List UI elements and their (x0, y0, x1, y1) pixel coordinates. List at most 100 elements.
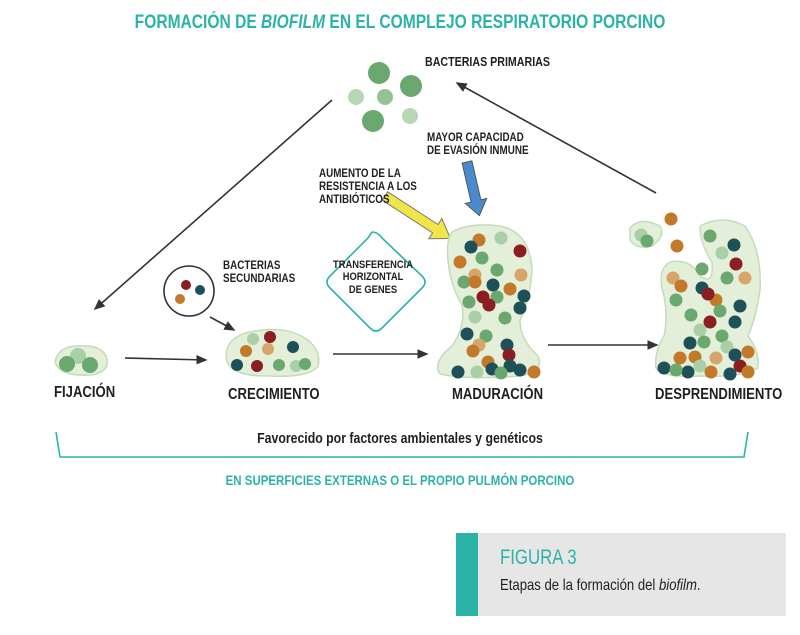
bacterium (500, 338, 514, 352)
bacterium (720, 340, 734, 354)
arrow-to-primary-bacteria (455, 82, 657, 194)
bacterium (683, 336, 697, 350)
label-line: TRANSFERENCIA (332, 259, 414, 271)
bacterium (701, 287, 715, 301)
stage-growth: CRECIMIENTO (228, 386, 320, 403)
bottom-bracket (55, 431, 749, 458)
bacterium (640, 234, 654, 248)
arrow-secondary-to-growth (209, 316, 236, 331)
yellow-arrow-icon (381, 191, 452, 240)
stage-fixation: FIJACIÓN (54, 384, 116, 401)
factors-text: Favorecido por factores ambientales y ge… (257, 430, 543, 447)
label-line: HORIZONTAL (342, 271, 404, 284)
label-line: SECUNDARIAS (223, 270, 296, 285)
label-line: BACTERIAS (223, 258, 281, 272)
bacterium (709, 351, 723, 365)
bacterium (377, 89, 393, 105)
biofilm-detachment (629, 212, 761, 381)
bacterium (517, 289, 531, 303)
caption-suffix: . (696, 577, 701, 594)
bacterium (513, 301, 527, 315)
biofilm-fixation (54, 344, 108, 376)
bacterium (703, 229, 717, 243)
bacterium (498, 311, 512, 325)
arrow-fixation-to-growth (124, 354, 208, 365)
bacterium (175, 294, 185, 304)
bacterium (503, 282, 517, 296)
title-prefix: FORMACIÓN DE (134, 12, 262, 33)
bacterium (693, 359, 707, 373)
bacterium (479, 329, 493, 343)
bacterium (362, 110, 384, 132)
bacterium (674, 279, 688, 293)
bacterium (741, 365, 755, 379)
bacterium (729, 257, 743, 271)
figure-title: FIGURA 3 (500, 546, 577, 569)
caption-italic: biofilm (658, 577, 697, 594)
label-line: DE GENES (348, 283, 398, 296)
bacterium (466, 344, 480, 358)
label-line: RESISTENCIA A LOS (319, 178, 417, 193)
title-suffix: EN EL COMPLEJO RESPIRATORIO PORCINO (325, 12, 666, 33)
figure-caption-box: FIGURA 3 Etapas de la formación del biof… (456, 533, 786, 616)
bacterium (738, 271, 752, 285)
bacterium (464, 240, 478, 254)
bacterium (697, 335, 711, 349)
bacterium (693, 323, 707, 337)
bacterium (494, 231, 508, 245)
bacterium (402, 108, 418, 124)
bacterium (741, 345, 755, 359)
bacterium (713, 304, 727, 318)
label-line: AUMENTO DE LA (319, 166, 401, 180)
label-primary-bacteria: BACTERIAS PRIMARIAS (425, 54, 550, 69)
bacterium (513, 244, 527, 258)
caption-prefix: Etapas de la formación del (500, 577, 659, 594)
bacterium (715, 329, 729, 343)
bacterium (470, 365, 484, 379)
bacterium (400, 75, 422, 97)
biofilm-maturation (437, 224, 541, 380)
figure-caption: Etapas de la formación del biofilm. (500, 577, 701, 595)
bacterium (494, 366, 508, 380)
blue-arrow-icon (461, 160, 488, 217)
bacterium (195, 285, 205, 295)
bacterium (348, 89, 364, 105)
label-immune-evasion: MAYOR CAPACIDAD DE EVASIÓN INMUNE (427, 131, 529, 157)
bacterium (527, 365, 541, 379)
bacterium (657, 361, 671, 375)
figure-accent-bar (456, 533, 478, 616)
bacterium (670, 239, 684, 253)
location-text: EN SUPERFICIES EXTERNAS O EL PROPIO PULM… (225, 472, 575, 488)
label-gene-transfer: TRANSFERENCIA HORIZONTAL DE GENES (326, 259, 420, 296)
bacterium (468, 275, 482, 289)
bacterium (673, 351, 687, 365)
bacterium (669, 363, 683, 377)
bacterium (723, 367, 737, 381)
bacterium (681, 365, 695, 379)
bacterium (727, 238, 741, 252)
bacterium (664, 212, 678, 226)
gene-transfer-diamond (326, 231, 426, 332)
label-line: DE EVASIÓN INMUNE (427, 142, 529, 157)
bacterium (728, 348, 742, 362)
bacterium (475, 251, 489, 265)
bacterium (720, 271, 734, 285)
bacterium (715, 246, 729, 260)
primary-bacteria-cluster (348, 62, 422, 132)
bacterium (451, 365, 465, 379)
bacterium (703, 315, 717, 329)
bacterium (704, 365, 718, 379)
bacterium (684, 308, 698, 322)
bacterium (460, 327, 474, 341)
label-antibiotic-resistance: AUMENTO DE LA RESISTENCIA A LOS ANTIBIÓT… (319, 167, 417, 206)
bacterium (502, 348, 516, 362)
stage-detachment: DESPRENDIMIENTO (655, 386, 783, 403)
bacterium (368, 62, 390, 84)
label-secondary-bacteria: BACTERIAS SECUNDARIAS (223, 259, 295, 285)
bacterium (462, 295, 476, 309)
bacterium (695, 262, 709, 276)
label-line: MAYOR CAPACIDAD (427, 130, 524, 144)
bacterium (181, 280, 191, 290)
bacterium (669, 293, 683, 307)
bacterium (482, 298, 496, 312)
